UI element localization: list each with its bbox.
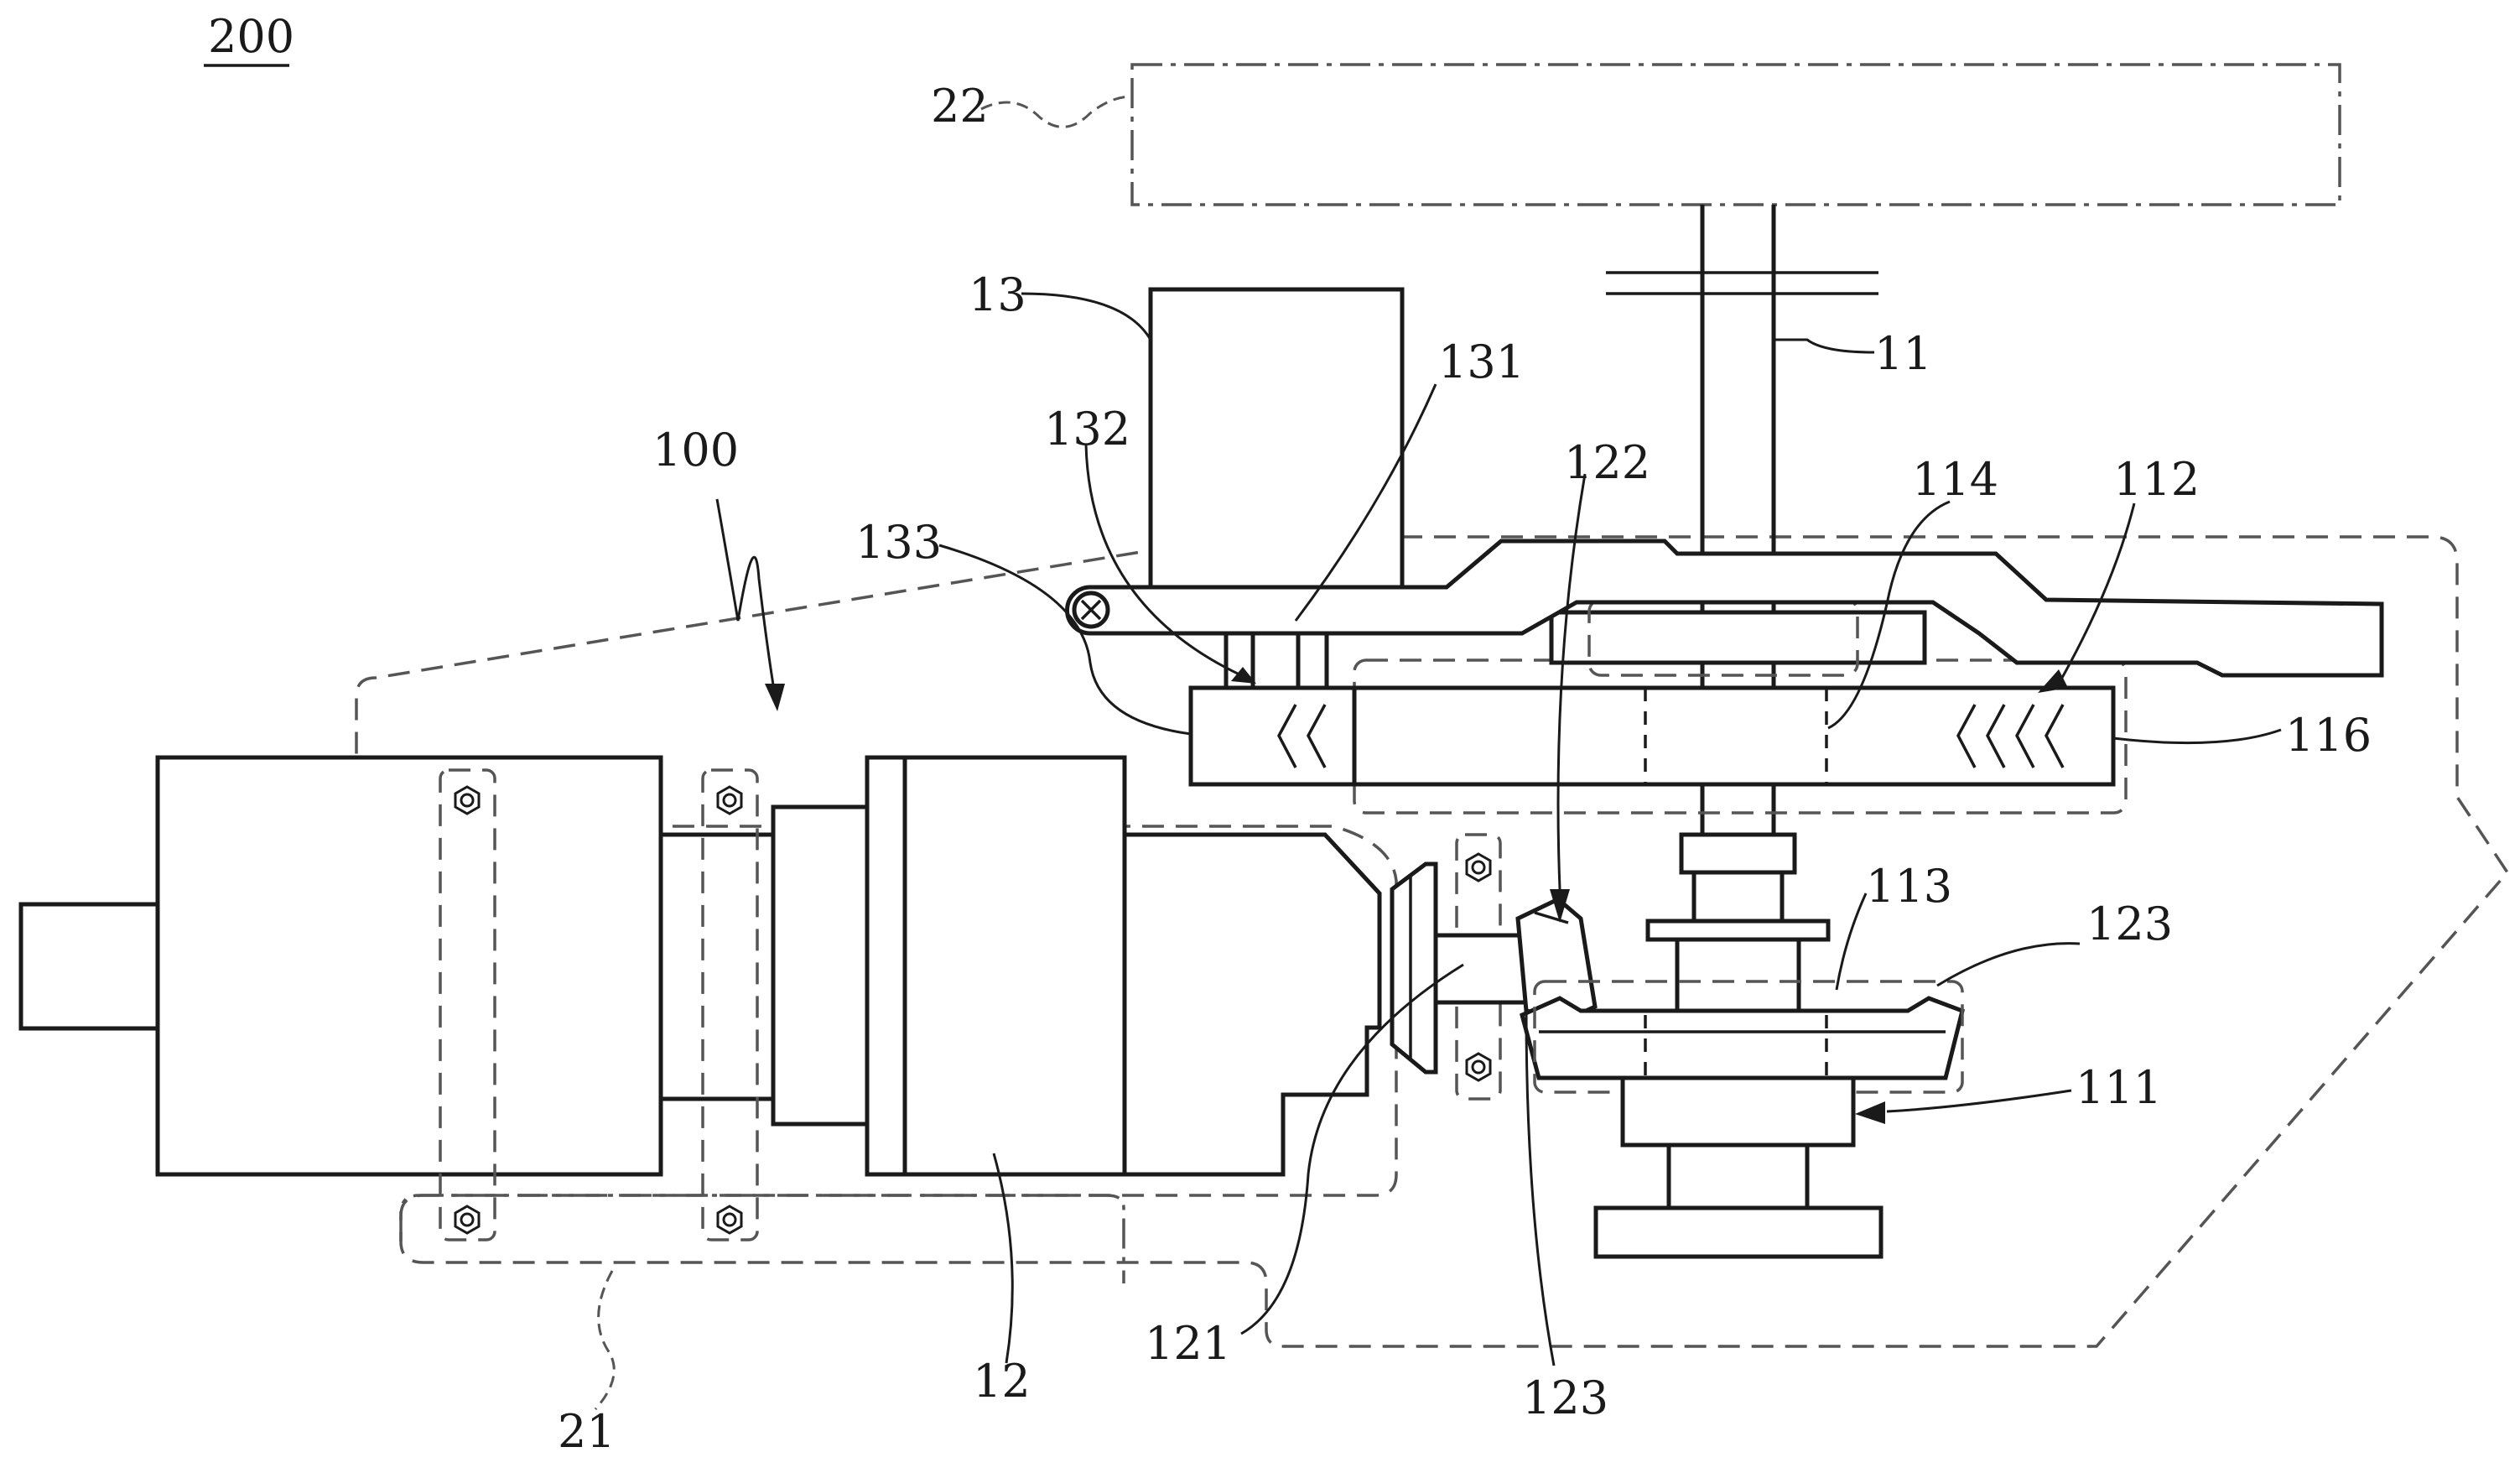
- label-112: 112: [2113, 453, 2200, 506]
- label-133: 133: [855, 516, 942, 569]
- label-200: 200: [208, 10, 294, 63]
- bolt-icon: [454, 785, 1492, 1235]
- frame-21-outline: [399, 1194, 1125, 1283]
- label-21: 21: [558, 1405, 616, 1458]
- label-121: 121: [1145, 1317, 1231, 1370]
- label-132: 132: [1044, 403, 1130, 455]
- label-116: 116: [2285, 709, 2372, 762]
- label-114: 114: [1912, 453, 1998, 506]
- label-12: 12: [973, 1355, 1031, 1408]
- leader-lines: [594, 95, 2282, 1410]
- gear-112: [1188, 598, 2128, 815]
- bevel-pinion: [1390, 861, 1598, 1075]
- label-123-top: 123: [2086, 898, 2173, 950]
- label-11: 11: [1874, 327, 1932, 380]
- label-22: 22: [931, 80, 989, 133]
- label-113: 113: [1866, 860, 1952, 913]
- label-100: 100: [652, 424, 739, 476]
- label-123-bottom: 123: [1522, 1372, 1608, 1424]
- reference-labels: 200 22 13 131 11 132 100 122 114 112 133…: [204, 10, 2372, 1458]
- lever-arm: [1065, 539, 2384, 678]
- label-13: 13: [969, 268, 1026, 321]
- mounting-straps: [439, 768, 1502, 1241]
- label-122: 122: [1564, 436, 1650, 489]
- motor-assembly: [18, 755, 1382, 1177]
- platform-22: [1130, 63, 2341, 206]
- label-111: 111: [2076, 1061, 2162, 1114]
- bevel-gear-111: [1520, 832, 1965, 1259]
- label-131: 131: [1438, 336, 1525, 388]
